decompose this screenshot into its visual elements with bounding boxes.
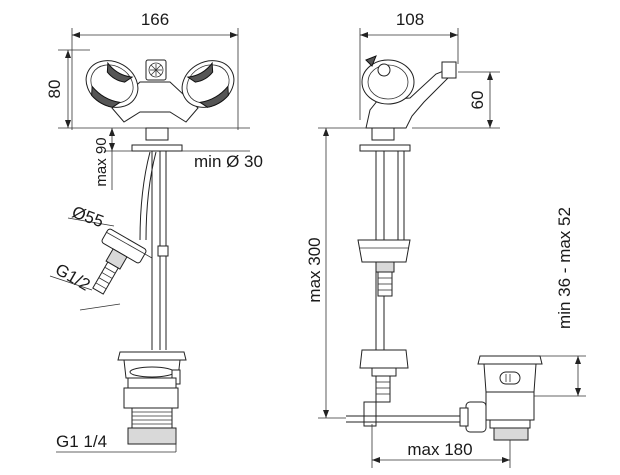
arrow-head (65, 120, 71, 128)
arrow-head (502, 457, 510, 463)
thread-g12-label: G1/2 (52, 260, 93, 295)
arrow-head (487, 72, 493, 80)
thread-g114-label: G1 1/4 (56, 432, 107, 451)
handle-profile (361, 55, 415, 105)
arrow-head (372, 457, 380, 463)
arrow-head (65, 50, 71, 58)
mounting-nut (145, 127, 169, 141)
spout-nozzle (441, 61, 457, 79)
side-view: 108 60 max 300 (305, 10, 586, 468)
rod-clamp (157, 245, 169, 257)
drain-body-side (459, 355, 543, 441)
arrow-head (575, 356, 581, 364)
max-300-label: max 300 (305, 237, 324, 302)
arrow-head (323, 128, 329, 136)
front-view: 166 80 (45, 10, 263, 453)
dimension-108-label: 108 (396, 10, 424, 29)
right-handle (181, 60, 235, 108)
max-180-label: max 180 (407, 440, 472, 459)
range-36-52-label: min 36 - max 52 (555, 207, 574, 329)
side-drain-housing (359, 349, 409, 427)
arrow-head (450, 32, 458, 38)
diameter-55-label: Ø55 (70, 202, 107, 231)
flex-hose (139, 151, 151, 241)
left-handle (85, 60, 139, 108)
min-diameter-label: min Ø 30 (194, 152, 263, 171)
arrow-head (323, 410, 329, 418)
arrow-head (109, 128, 115, 136)
dimension-80-label: 80 (45, 80, 64, 99)
arrow-head (72, 32, 80, 38)
dimension-166-label: 166 (141, 10, 169, 29)
dimension-60-label: 60 (468, 91, 487, 110)
leader-line (67, 217, 115, 227)
mounting-nut (371, 127, 395, 141)
drain-assembly (117, 351, 187, 445)
arrow-head (360, 32, 368, 38)
arrow-head (109, 143, 115, 151)
arrow-head (487, 120, 493, 128)
leader-line (105, 231, 153, 259)
max-90-label: max 90 (93, 137, 110, 186)
aerator-icon (145, 59, 167, 81)
mounting-plate (359, 144, 411, 152)
arrow-head (575, 388, 581, 396)
side-hose-connector (357, 239, 411, 297)
leader-line (49, 275, 93, 291)
flex-hose (145, 151, 157, 241)
mounting-plate (131, 144, 183, 152)
leader-line (79, 303, 121, 311)
arrow-head (230, 32, 238, 38)
hose-connector (92, 228, 147, 295)
